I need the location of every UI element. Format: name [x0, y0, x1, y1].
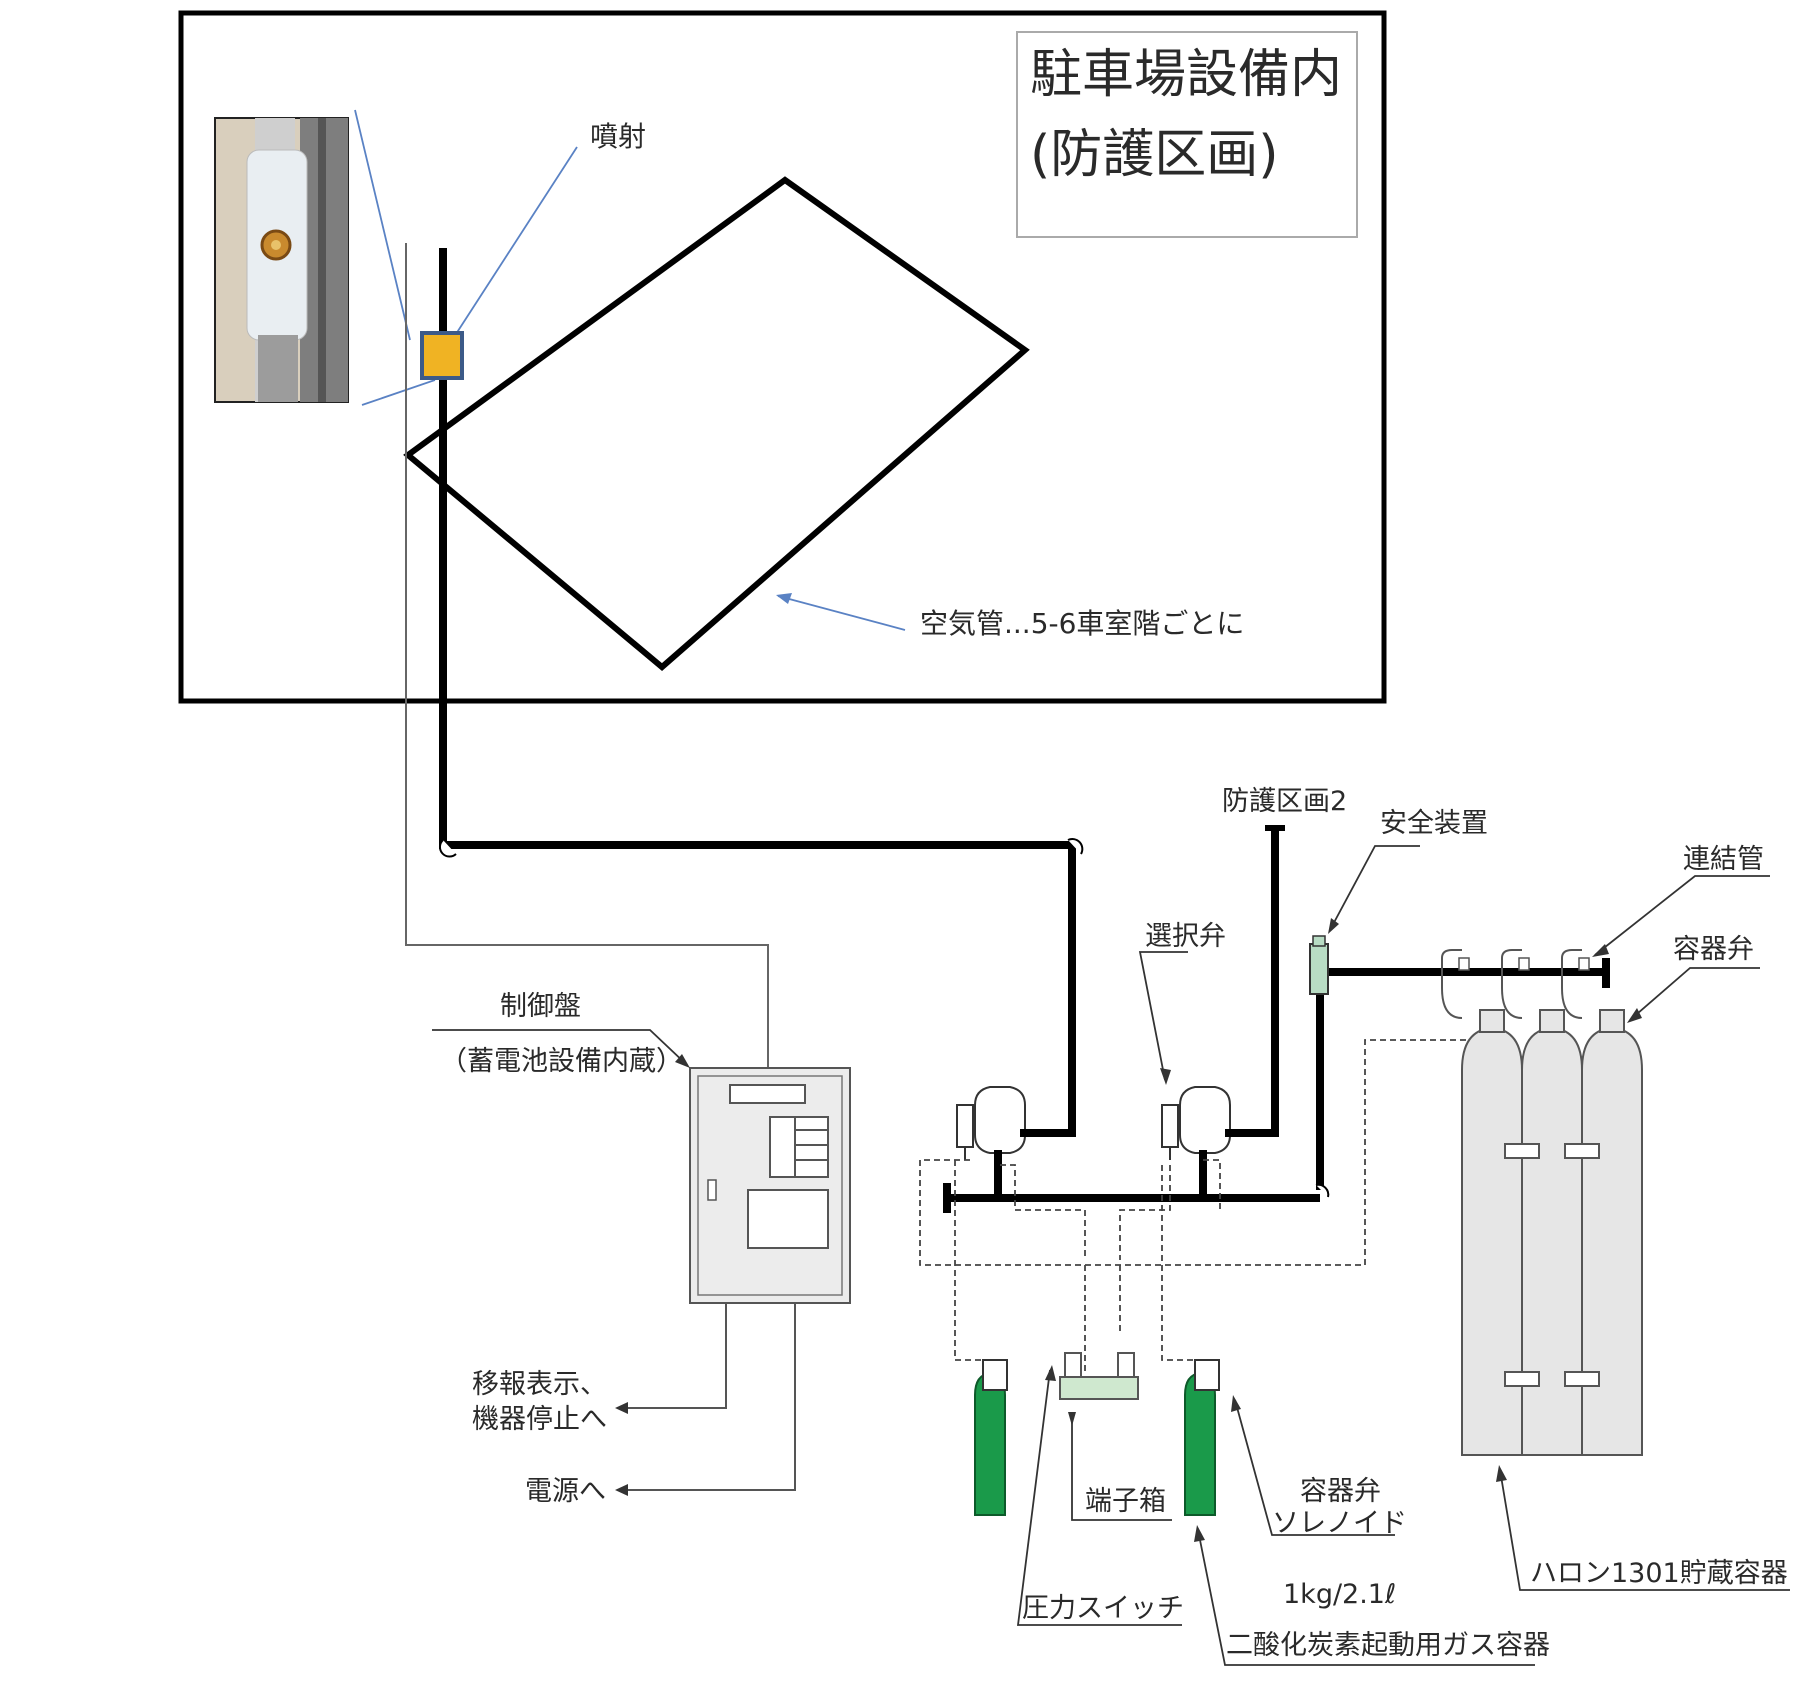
- discharge-pipe: [439, 248, 1076, 1137]
- air-tube-label: 空気管...5-6車室階ごとに: [920, 607, 1244, 640]
- transfer-output-wire: [622, 1303, 727, 1409]
- area-title-line1: 駐車場設備内: [1030, 45, 1342, 105]
- power-wire: [622, 1303, 796, 1491]
- co2-cylinder-1: [974, 1359, 1008, 1516]
- selector-valve-label: 選択弁: [1145, 921, 1226, 952]
- protection-zone2-label: 防護区画2: [1222, 786, 1347, 817]
- zone2-pipe: [1255, 828, 1279, 1137]
- selector-valve-2: [1161, 1086, 1255, 1198]
- control-wire-4: [1203, 1159, 1221, 1210]
- solenoid-label-line2: ソレノイド: [1272, 1508, 1407, 1539]
- control-wire-6: [1161, 1165, 1195, 1361]
- air-tube-loop: [403, 176, 1030, 671]
- solenoid-label-line1: 容器弁: [1300, 1476, 1381, 1507]
- connection-pipe-label: 連結管: [1683, 844, 1764, 875]
- halon-container-label: ハロン1301貯蔵容器: [1530, 1558, 1788, 1589]
- control-wire-5: [954, 1160, 985, 1361]
- protected-area-frame: [178, 10, 1387, 704]
- transfer-display-label-line1: 移報表示、: [472, 1369, 607, 1400]
- container-valve-label: 容器弁: [1673, 934, 1754, 965]
- co2-capacity-label: 1kg/2.1ℓ: [1283, 1579, 1396, 1610]
- selector-valve-1: [956, 1086, 1055, 1198]
- safety-device-label: 安全装置: [1380, 808, 1488, 839]
- detection-wire: [405, 243, 769, 1068]
- control-wire-1: [919, 1039, 1470, 1266]
- control-panel-note: （蓄電池設備内蔵）: [440, 1046, 683, 1077]
- title-box: [1016, 31, 1358, 238]
- to-power-label: 電源へ: [525, 1476, 606, 1507]
- control-wire-3: [1119, 1165, 1171, 1260]
- halon-cylinders: [1441, 949, 1643, 1456]
- nozzle-photo-icon: [214, 117, 349, 403]
- terminal-box: [1059, 1352, 1139, 1400]
- safety-device: [1309, 943, 1329, 995]
- nozzle: [420, 331, 464, 380]
- control-panel-label: 制御盤: [500, 991, 581, 1022]
- area-title-line2: (防護区画): [1030, 125, 1279, 185]
- co2-container-label: 二酸化炭素起動用ガス容器: [1226, 1630, 1550, 1661]
- control-panel: [689, 1067, 851, 1304]
- co2-cylinder-2: [1184, 1359, 1220, 1516]
- pressure-switch-label: 圧力スイッチ: [1022, 1593, 1184, 1624]
- control-wire-2: [1000, 1164, 1086, 1260]
- terminal-box-label: 端子箱: [1085, 1486, 1166, 1517]
- transfer-display-label-line2: 機器停止へ: [472, 1404, 607, 1435]
- injection-label: 噴射: [590, 120, 646, 153]
